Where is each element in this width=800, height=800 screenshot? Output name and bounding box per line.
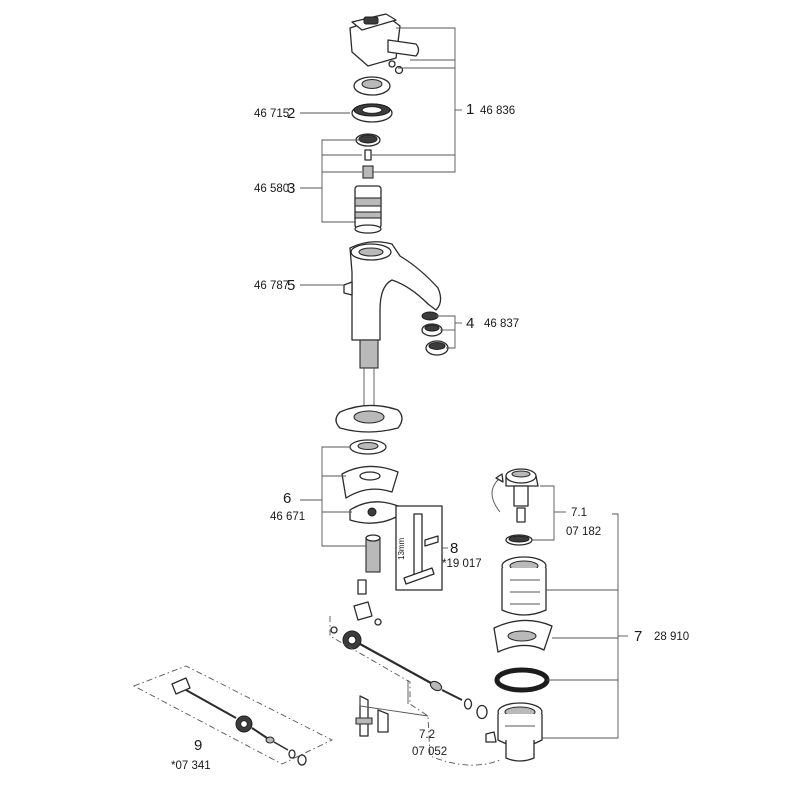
popup-rod-assembly <box>330 579 488 720</box>
tool-size-label: 13mm <box>397 537 406 560</box>
callout-7-code: 28 910 <box>654 631 689 643</box>
callout-3-number: 3 <box>287 180 295 197</box>
callout-7-1-code: 07 182 <box>566 526 601 538</box>
cover-cap <box>353 76 391 96</box>
callout-7-number: 7 <box>634 628 642 645</box>
base-plate <box>335 404 403 433</box>
cartridge-assembly <box>354 133 382 234</box>
callout-8-code: *19 017 <box>442 558 482 570</box>
callout-7-2-code: 07 052 <box>412 746 447 758</box>
tool-13mm: 13mm <box>395 505 443 591</box>
hose-connectors <box>355 695 389 737</box>
ring-part-2 <box>351 103 393 123</box>
callout-8-number: 8 <box>450 540 458 557</box>
callout-9-code: *07 341 <box>171 760 211 772</box>
mounting-set <box>341 439 399 573</box>
callout-6-code: 46 671 <box>270 511 305 523</box>
faucet-body <box>343 241 442 410</box>
callout-3-code: 46 580 <box>254 183 289 195</box>
callout-5-number: 5 <box>287 277 295 294</box>
callout-labels: 1 46 836 46 715 2 46 580 3 4 46 837 46 7… <box>171 101 689 772</box>
callout-6-number: 6 <box>283 490 291 507</box>
callout-2-number: 2 <box>287 105 295 122</box>
aerator <box>421 311 449 356</box>
callout-1-number: 1 <box>466 101 474 118</box>
extension-set <box>132 665 334 766</box>
callout-9-number: 9 <box>194 737 202 754</box>
callout-4-number: 4 <box>466 315 474 332</box>
callout-1-code: 46 836 <box>480 105 515 117</box>
callout-4-code: 46 837 <box>484 318 519 330</box>
callout-2-code: 46 715 <box>254 108 289 120</box>
lever-handle <box>349 13 420 75</box>
leader-lines <box>300 27 628 766</box>
waste-set <box>485 468 553 762</box>
callout-7-1-number: 7.1 <box>571 507 587 519</box>
callout-5-code: 46 787 <box>254 280 289 292</box>
callout-7-2-number: 7.2 <box>419 729 435 741</box>
